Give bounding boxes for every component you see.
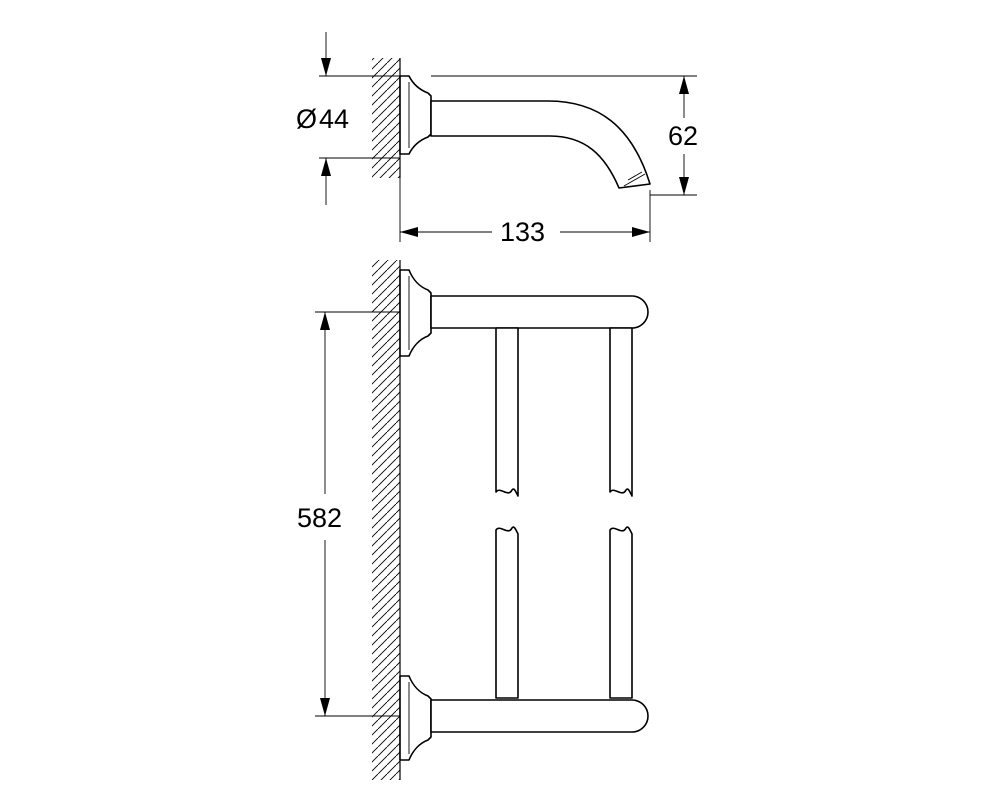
upper-bar bbox=[430, 295, 649, 329]
upper-rosette bbox=[399, 269, 432, 357]
left-rod-upper bbox=[495, 327, 519, 497]
projection-dimension-label: 133 bbox=[500, 217, 545, 247]
lower-bar bbox=[430, 699, 649, 733]
left-rod-lower bbox=[495, 526, 519, 699]
front-view: 582 bbox=[297, 260, 649, 780]
side-view: Ø44 62 133 bbox=[296, 32, 698, 247]
spout-arm bbox=[430, 100, 651, 189]
bar-spacing-dimension-label: 582 bbox=[297, 503, 342, 533]
height-dimension-label: 62 bbox=[668, 121, 698, 151]
rosette-top bbox=[399, 75, 432, 155]
lower-rosette bbox=[399, 675, 432, 761]
diameter-dimension-label: Ø44 bbox=[296, 104, 349, 134]
right-rod-upper bbox=[609, 327, 633, 497]
wall-hatch-bottom bbox=[372, 260, 400, 780]
right-rod-lower bbox=[609, 526, 633, 699]
